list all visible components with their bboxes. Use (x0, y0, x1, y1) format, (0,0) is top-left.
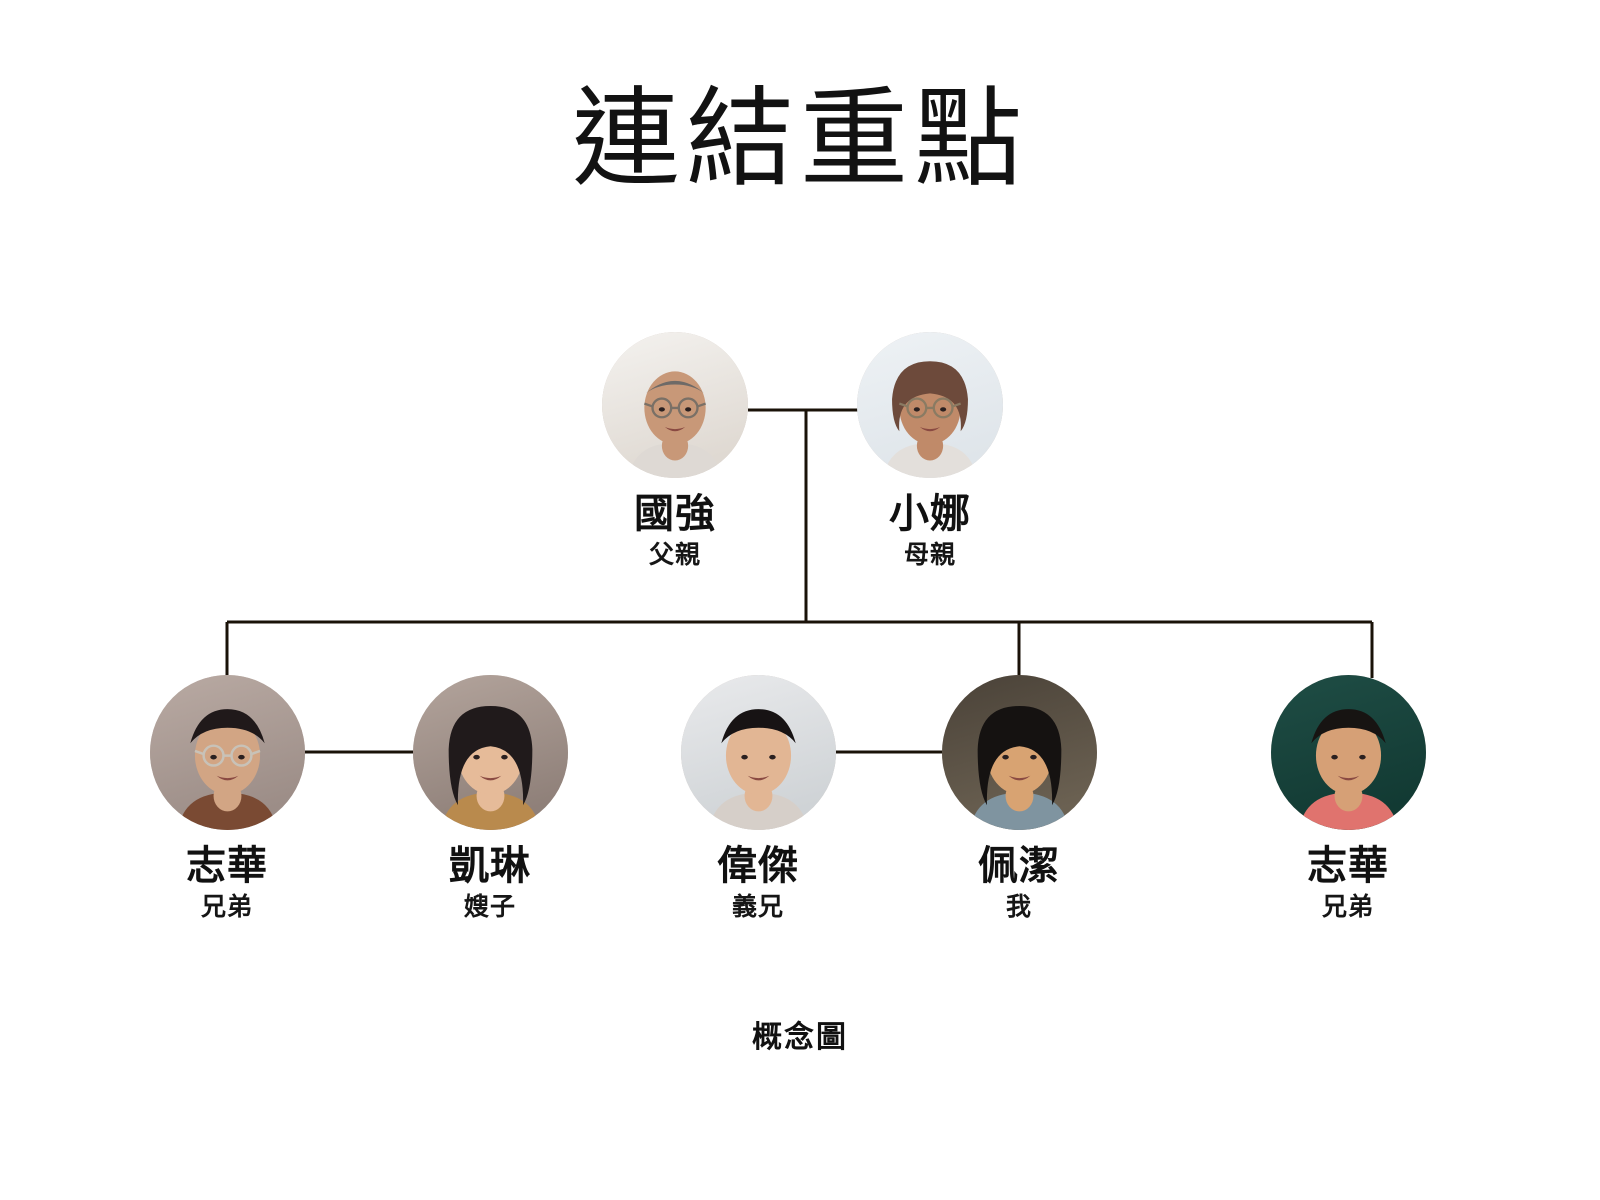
person-name-brother-2: 志華 (1307, 843, 1389, 888)
person-name-mother: 小娜 (889, 492, 971, 536)
person-name-self: 佩潔 (978, 843, 1060, 888)
avatar-mother (857, 332, 1003, 478)
page-title: 連結重點 (571, 77, 1028, 202)
person-role-brother-2: 兄弟 (1321, 892, 1374, 921)
person-role-sworn-brother: 義兄 (731, 892, 784, 921)
avatar-sworn-brother (680, 674, 836, 830)
avatar-father (602, 332, 748, 478)
avatar-sister-in-law (412, 674, 568, 830)
diagram-caption: 概念圖 (752, 1021, 848, 1054)
person-role-self: 我 (1005, 892, 1032, 921)
person-node-sister-in-law[interactable]: 凱琳嫂子 (360, 674, 620, 922)
person-role-mother: 母親 (903, 541, 956, 569)
person-node-brother-2[interactable]: 志華兄弟 (1218, 674, 1478, 922)
person-name-father: 國強 (634, 492, 716, 536)
avatar-brother-2 (1270, 674, 1426, 830)
person-name-sister-in-law: 凱琳 (449, 843, 531, 888)
person-name-sworn-brother: 偉傑 (717, 843, 799, 888)
avatar-self (941, 674, 1097, 830)
person-role-father: 父親 (648, 541, 701, 569)
avatar-brother-1 (149, 674, 305, 830)
person-node-sworn-brother[interactable]: 偉傑義兄 (628, 674, 888, 922)
person-node-mother[interactable]: 小娜母親 (800, 332, 1060, 570)
person-node-self[interactable]: 佩潔我 (889, 674, 1149, 922)
person-role-brother-1: 兄弟 (200, 892, 253, 921)
person-name-brother-1: 志華 (186, 843, 268, 888)
person-node-father[interactable]: 國強父親 (545, 332, 805, 570)
person-role-sister-in-law: 嫂子 (463, 892, 516, 921)
person-node-brother-1[interactable]: 志華兄弟 (97, 674, 357, 922)
